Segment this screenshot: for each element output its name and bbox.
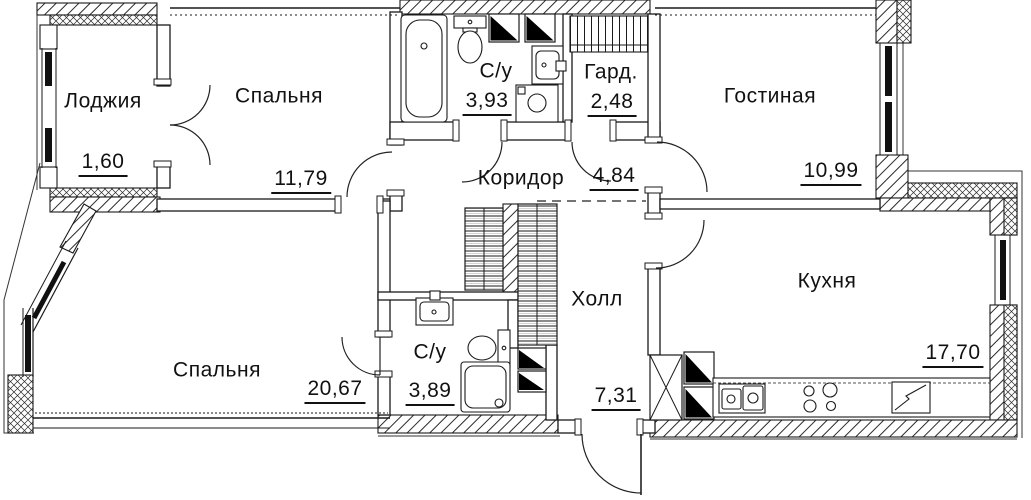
wall — [875, 154, 909, 199]
door-arc — [655, 219, 705, 269]
wall — [377, 374, 391, 416]
room-area-living: 10,99 — [800, 160, 862, 186]
room-area-corridor: 4,84 — [589, 165, 639, 191]
wall — [389, 121, 459, 141]
wall — [49, 196, 161, 213]
door-jambs — [153, 78, 663, 436]
room-label-wardrobe: Гард. — [584, 60, 638, 84]
wall — [49, 14, 158, 26]
wall — [647, 267, 661, 356]
wall — [545, 344, 558, 421]
door-arc — [169, 124, 211, 166]
door-arc — [656, 141, 708, 193]
wall — [659, 198, 881, 210]
door-arc — [581, 433, 642, 494]
wall — [36, 2, 158, 16]
exterior-walls — [7, 0, 1018, 438]
fridge-icon — [891, 381, 931, 414]
wall — [377, 200, 391, 338]
wall — [7, 374, 34, 434]
partition-walls — [156, 11, 881, 434]
wall — [879, 197, 991, 212]
room-area-kitchen: 17,70 — [922, 342, 984, 368]
wall — [49, 187, 158, 198]
room-label-bathroom2: С/у — [413, 340, 447, 364]
room-label-kitchen: Кухня — [797, 269, 857, 293]
room-area-wardrobe: 2,48 — [587, 91, 637, 117]
door-arc — [341, 336, 381, 376]
window — [32, 247, 79, 333]
wall — [59, 203, 97, 254]
room-label-hall: Холл — [571, 287, 623, 311]
wall — [649, 419, 1018, 438]
wall — [377, 414, 559, 434]
wall — [647, 13, 661, 141]
room-area-bathroom1: 3,93 — [462, 90, 512, 116]
room-label-living: Гостиная — [723, 84, 817, 108]
wall — [1003, 197, 1018, 236]
clothes-rail-icon — [569, 15, 649, 53]
doors — [169, 84, 708, 495]
wall — [156, 24, 171, 87]
room-area-bedroom1: 11,79 — [271, 168, 331, 194]
room-area-loggia: 1,60 — [78, 151, 128, 177]
wall — [875, 0, 898, 44]
wall — [502, 203, 519, 299]
room-area-bedroom2: 20,67 — [304, 378, 366, 404]
fixtures — [400, 14, 991, 418]
door-arc — [571, 141, 612, 182]
room-area-bathroom2: 3,89 — [405, 380, 455, 406]
room-label-loggia: Лоджия — [64, 89, 142, 113]
wall — [503, 121, 569, 141]
room-label-bedroom2: Спальня — [173, 358, 261, 382]
door-arc — [461, 141, 503, 183]
wall — [399, 0, 651, 15]
room-label-bedroom1: Спальня — [235, 84, 323, 108]
vent-shafts — [464, 13, 715, 421]
wall — [156, 198, 341, 212]
windows — [20, 7, 1011, 429]
wall — [1003, 304, 1018, 421]
room-area-hall: 7,31 — [591, 385, 641, 411]
room-label-corridor: Коридор — [477, 166, 565, 190]
room-label-bathroom1: С/у — [479, 59, 513, 83]
wall — [896, 0, 912, 44]
wall — [907, 182, 1018, 199]
door-arc — [169, 84, 211, 126]
door-arc — [346, 151, 393, 198]
stove-icon — [803, 382, 838, 413]
